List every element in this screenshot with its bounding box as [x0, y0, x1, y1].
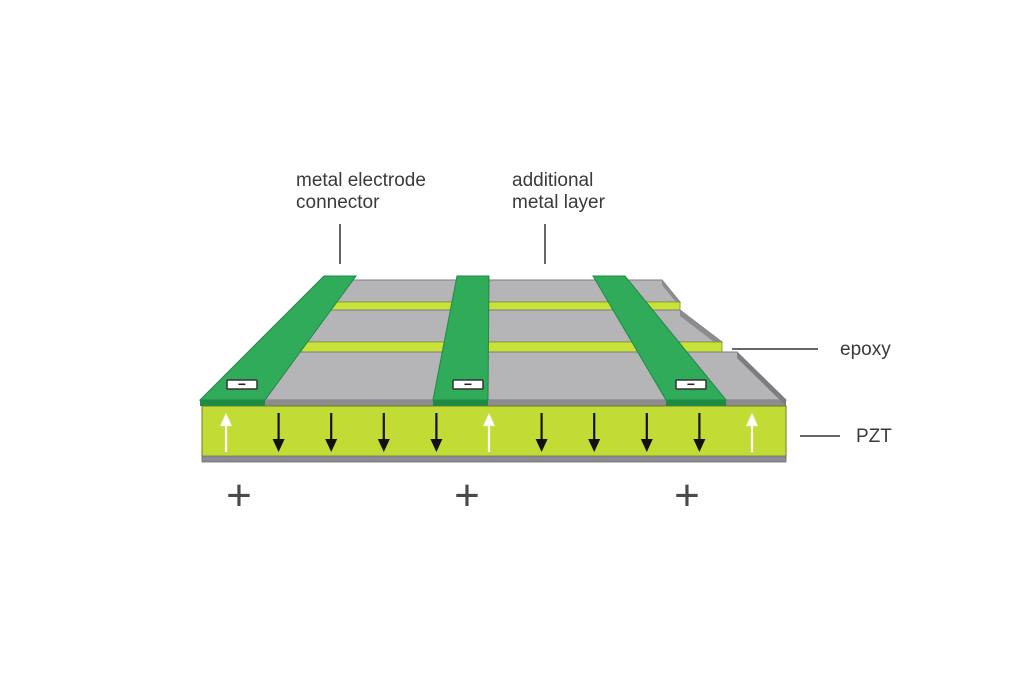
plus-symbol-right: + — [674, 471, 700, 520]
polarization-arrow-up — [219, 412, 233, 452]
minus-symbol-left: − — [238, 376, 246, 392]
electrode-strip-right-edge — [666, 400, 726, 406]
minus-symbol-middle: − — [464, 376, 472, 392]
epoxy-label: epoxy — [840, 339, 891, 360]
minus-pad-left — [226, 379, 258, 390]
polarization-arrow-up — [482, 412, 496, 452]
minus-pad-middle — [452, 379, 484, 390]
polarization-arrows — [219, 412, 759, 452]
polarization-arrow-down — [535, 413, 548, 452]
connector-label-line2: connector — [296, 192, 380, 213]
plus-symbol-middle: + — [454, 471, 480, 520]
minus-pad-right — [675, 379, 707, 390]
polarization-arrow-up — [745, 412, 759, 452]
layer-label-line1: additional — [512, 170, 593, 191]
electrode-strip-middle-edge — [433, 400, 488, 406]
plus-symbols: + + + — [226, 471, 700, 520]
polarization-arrow-down — [325, 413, 338, 452]
metal-layer-middle-side — [680, 310, 722, 348]
minus-symbols: − − − — [238, 376, 695, 392]
polarization-arrow-down — [272, 413, 285, 452]
polarization-arrow-down — [640, 413, 653, 452]
minus-symbol-right: − — [687, 376, 695, 392]
pzt-bottom-electrode — [201, 455, 787, 463]
metal-layer-front-edge — [202, 400, 786, 406]
polarization-arrow-down — [588, 413, 601, 452]
layer-label-line2: metal layer — [512, 192, 606, 213]
leader-lines — [339, 224, 840, 437]
minus-pads — [226, 379, 707, 390]
plus-symbol-left: + — [226, 471, 252, 520]
polarization-arrow-down — [377, 413, 390, 452]
pzt-slab — [201, 405, 787, 459]
metal-layer-front-side — [737, 352, 786, 406]
connector-label-line1: metal electrode — [296, 170, 426, 191]
electrode-strip-left-edge — [200, 400, 265, 406]
pzt-label: PZT — [856, 426, 892, 447]
polarization-arrow-down — [693, 413, 706, 452]
metal-layer-back-side — [662, 280, 680, 307]
polarization-arrow-down — [430, 413, 443, 452]
electrode-strips — [198, 275, 728, 406]
